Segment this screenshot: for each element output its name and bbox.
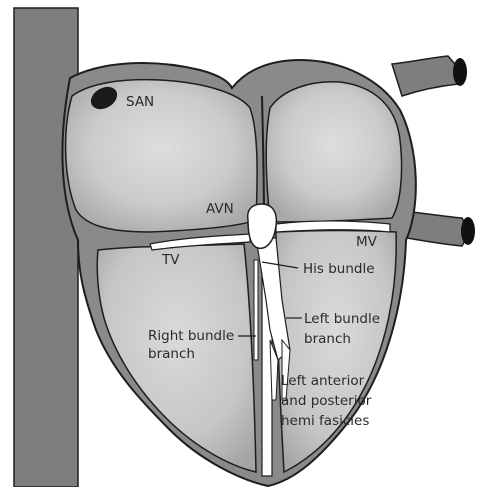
vena-cava xyxy=(13,7,79,487)
label-tv: TV xyxy=(161,252,180,268)
left-atrium xyxy=(265,81,403,223)
label-right-bundle-1: Right bundle xyxy=(148,328,234,344)
label-fascicles-2: and posterior xyxy=(281,393,372,409)
left-fascicles xyxy=(269,338,291,401)
label-mv: MV xyxy=(356,234,378,250)
av-node xyxy=(246,203,278,250)
label-fascicles-3: hemi fasicles xyxy=(281,413,369,429)
right-bundle-branch-line xyxy=(253,259,259,361)
mitral-valve xyxy=(275,220,391,233)
label-san: SAN xyxy=(126,94,154,110)
his-bundle-leader xyxy=(261,261,299,269)
right-ventricle xyxy=(96,243,257,473)
sa-node xyxy=(90,86,118,110)
label-fascicles-1: Left anterior xyxy=(281,373,365,389)
pulmonary-vessel-lower-opening xyxy=(461,217,475,245)
label-left-bundle-1: Left bundle xyxy=(304,311,380,327)
label-his-bundle: His bundle xyxy=(303,261,375,277)
label-avn: AVN xyxy=(206,201,234,217)
pulmonary-vessel-upper-opening xyxy=(453,58,467,86)
label-right-bundle-2: branch xyxy=(148,346,195,362)
pulmonary-vessel-upper xyxy=(391,55,461,97)
label-left-bundle-2: branch xyxy=(304,331,351,347)
